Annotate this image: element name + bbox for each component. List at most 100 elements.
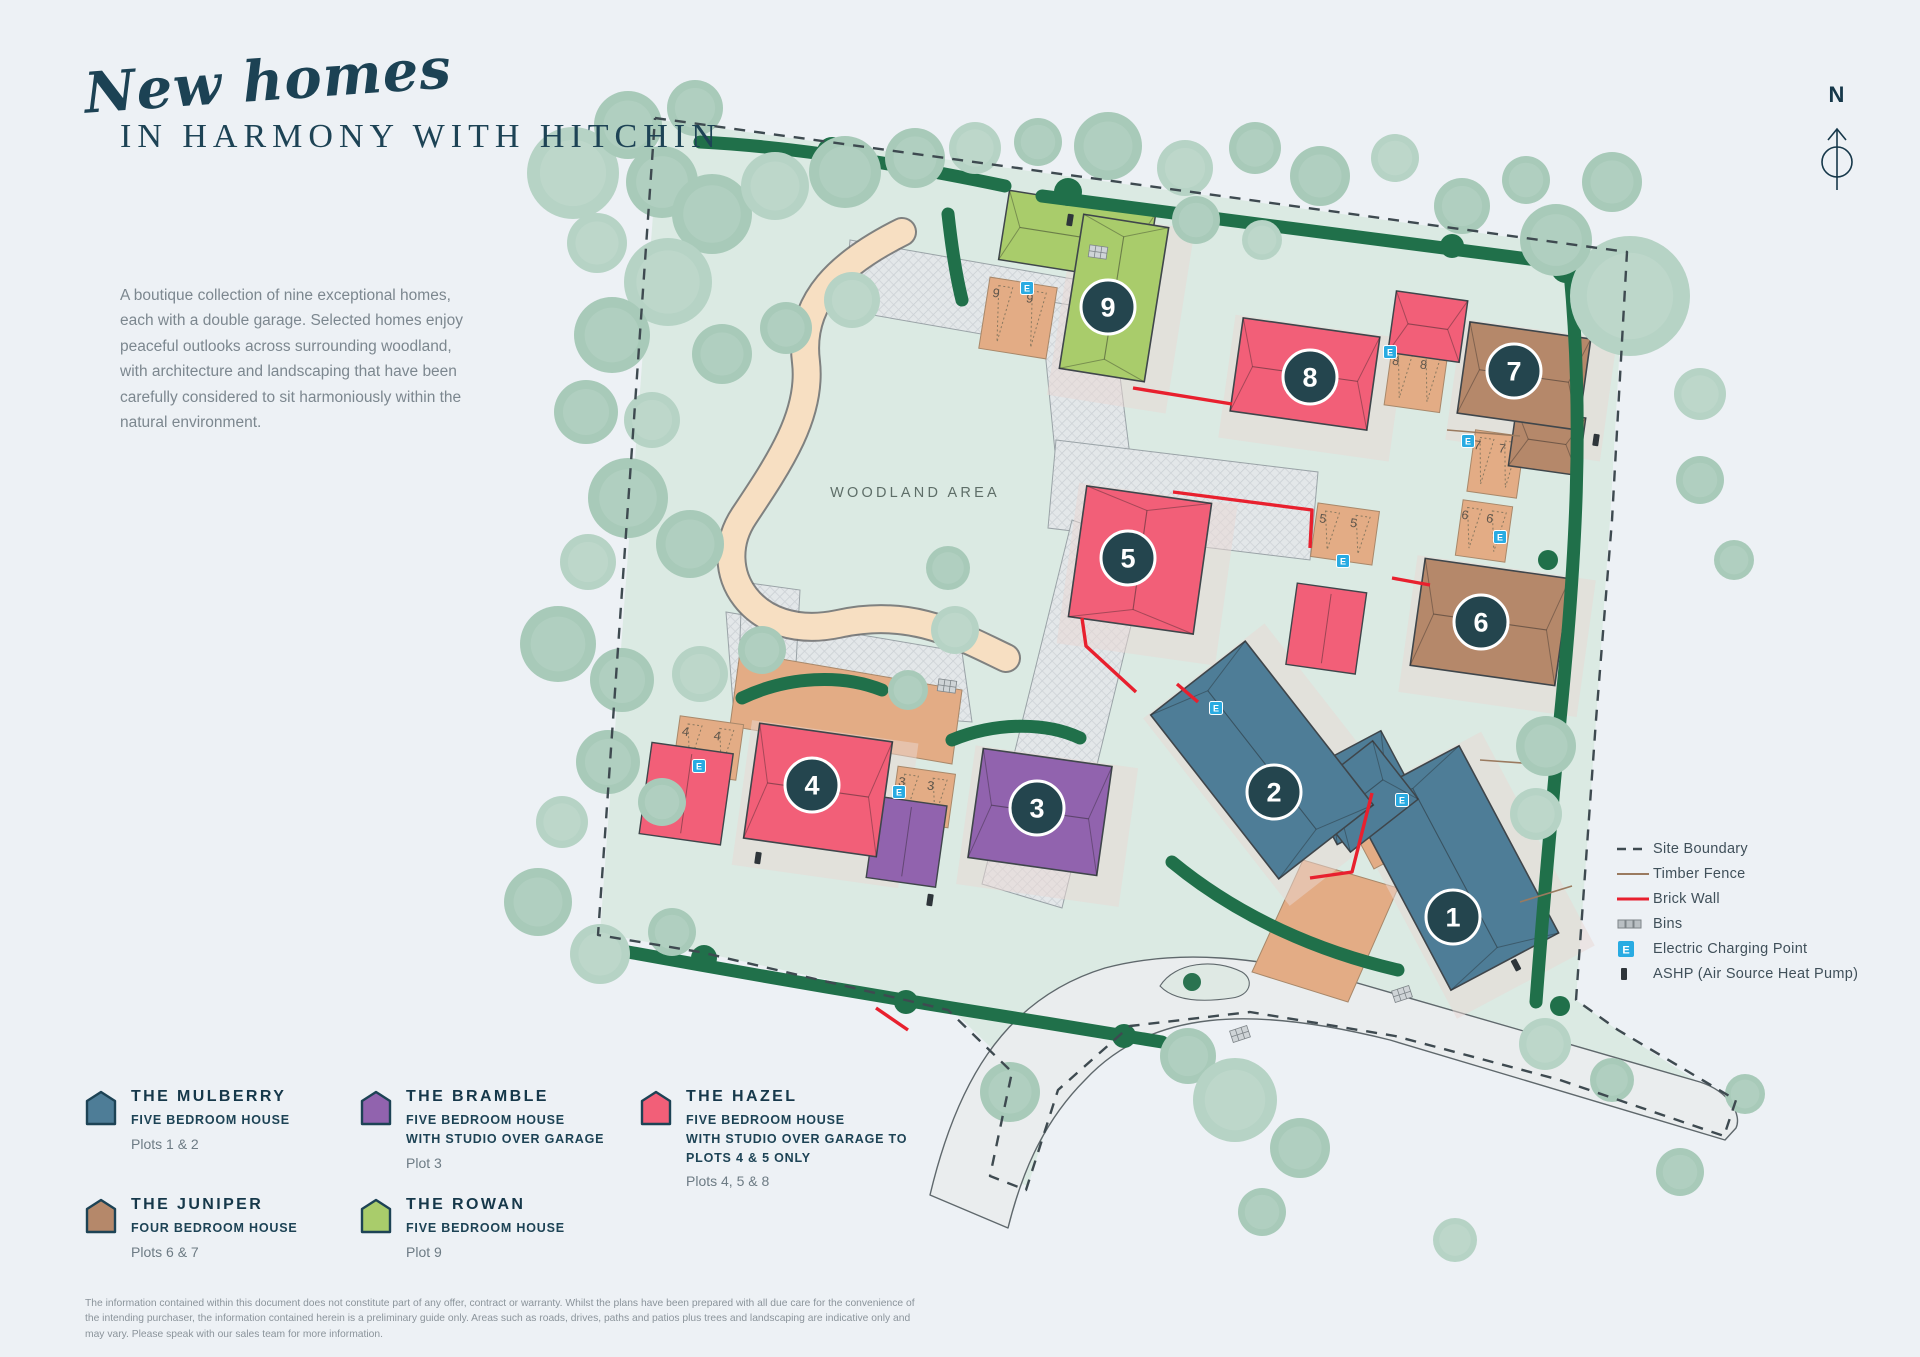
intro-paragraph: A boutique collection of nine exceptiona… bbox=[120, 287, 463, 432]
legend-item-brick-wall: Brick Wall bbox=[1617, 886, 1858, 911]
house-type-juniper: THE JUNIPER FOUR BEDROOM HOUSE Plots 6 & 7 bbox=[85, 1196, 298, 1260]
house-icon-juniper bbox=[85, 1198, 117, 1234]
legend-item-ashp: ASHP (Air Source Heat Pump) bbox=[1617, 961, 1858, 986]
svg-text:E: E bbox=[1024, 283, 1030, 293]
house-icon-mulberry bbox=[85, 1090, 117, 1126]
legend-label: Bins bbox=[1653, 915, 1683, 932]
ashp-icon bbox=[1066, 213, 1074, 227]
ashp-icon bbox=[926, 893, 934, 907]
page-title: IN HARMONY WITH HITCHIN bbox=[120, 118, 722, 155]
house-type-plots: Plot 9 bbox=[406, 1243, 442, 1260]
house-type-name: THE JUNIPER bbox=[131, 1196, 264, 1213]
svg-text:E: E bbox=[1497, 532, 1503, 542]
house-type-description: FOUR BEDROOM HOUSE bbox=[131, 1221, 298, 1235]
svg-text:6: 6 bbox=[1461, 508, 1470, 523]
plot-badge-6: 6 bbox=[1452, 593, 1510, 651]
svg-text:E: E bbox=[896, 787, 902, 797]
svg-text:3: 3 bbox=[1029, 794, 1044, 824]
svg-text:3: 3 bbox=[926, 779, 935, 794]
timber-fence-icon bbox=[1617, 869, 1653, 879]
evc-icon-plot-9: E bbox=[1020, 281, 1034, 295]
woodland-area-label: WOODLAND AREA bbox=[830, 485, 1000, 501]
plot-badge-8: 8 bbox=[1281, 348, 1339, 406]
bins-icon bbox=[1229, 1025, 1251, 1043]
evc-icon-plot-3: E bbox=[892, 785, 906, 799]
plot-badge-2: 2 bbox=[1245, 763, 1303, 821]
svg-text:E: E bbox=[1465, 436, 1471, 446]
house-icon-hazel bbox=[640, 1090, 672, 1126]
house-type-plots: Plots 1 & 2 bbox=[131, 1135, 199, 1152]
site-boundary-icon bbox=[1617, 844, 1653, 854]
plot-2-house bbox=[1149, 639, 1420, 881]
svg-text:7: 7 bbox=[1498, 441, 1507, 456]
svg-text:6: 6 bbox=[1485, 511, 1494, 526]
house-type-description: FIVE BEDROOM HOUSE bbox=[406, 1221, 565, 1235]
brick-wall-icon bbox=[1617, 894, 1653, 904]
north-label: N bbox=[1828, 82, 1846, 107]
svg-text:2: 2 bbox=[1266, 778, 1281, 808]
bins-icon bbox=[1617, 917, 1653, 931]
svg-text:9: 9 bbox=[1100, 293, 1115, 323]
house-type-name: THE BRAMBLE bbox=[406, 1088, 549, 1105]
plot-badge-7: 7 bbox=[1485, 342, 1543, 400]
house-type-plots: Plot 3 bbox=[406, 1154, 442, 1171]
house-icon-bramble bbox=[360, 1090, 392, 1126]
svg-text:5: 5 bbox=[1318, 511, 1327, 526]
plot-9-house bbox=[997, 189, 1170, 383]
plot-badge-3: 3 bbox=[1008, 779, 1066, 837]
svg-text:E: E bbox=[1399, 795, 1405, 805]
svg-text:9: 9 bbox=[1025, 291, 1034, 306]
north-arrow: N bbox=[1812, 82, 1862, 199]
house-type-plots: Plots 4, 5 & 8 bbox=[686, 1173, 770, 1190]
svg-text:8: 8 bbox=[1391, 354, 1400, 369]
evc-icon: E bbox=[1617, 940, 1653, 958]
house-type-name: THE MULBERRY bbox=[131, 1088, 287, 1105]
ashp-icon bbox=[1617, 966, 1653, 982]
legend-label: Timber Fence bbox=[1653, 865, 1746, 882]
svg-text:9: 9 bbox=[992, 286, 1001, 301]
legend-label: Electric Charging Point bbox=[1653, 940, 1808, 957]
svg-text:5: 5 bbox=[1349, 516, 1358, 531]
ashp-icon bbox=[1592, 433, 1600, 447]
ashp-icon bbox=[1510, 958, 1522, 972]
svg-text:E: E bbox=[1213, 703, 1219, 713]
house-type-name: THE HAZEL bbox=[686, 1088, 798, 1105]
house-type-mulberry: THE MULBERRY FIVE BEDROOM HOUSE Plots 1 & … bbox=[85, 1088, 290, 1152]
house-type-plots: Plots 6 & 7 bbox=[131, 1243, 199, 1260]
svg-text:E: E bbox=[696, 761, 702, 771]
svg-text:E: E bbox=[1387, 347, 1393, 357]
evc-icon-plot-8: E bbox=[1383, 345, 1397, 359]
house-type-name: THE ROWAN bbox=[406, 1196, 526, 1213]
svg-text:4: 4 bbox=[681, 724, 690, 739]
svg-text:8: 8 bbox=[1302, 363, 1317, 393]
svg-text:E: E bbox=[1340, 556, 1346, 566]
legend-label: Site Boundary bbox=[1653, 840, 1748, 857]
svg-text:4: 4 bbox=[804, 771, 819, 801]
svg-text:1: 1 bbox=[1445, 903, 1460, 933]
svg-text:7: 7 bbox=[1473, 438, 1482, 453]
legend-item-timber-fence: Timber Fence bbox=[1617, 861, 1858, 886]
ashp-icon bbox=[754, 851, 762, 865]
evc-icon-plot-5: E bbox=[1336, 554, 1350, 568]
house-type-description: FIVE BEDROOM HOUSE bbox=[131, 1113, 290, 1127]
disclaimer-text: The information contained within this do… bbox=[85, 1298, 915, 1340]
compass-icon bbox=[1821, 127, 1853, 190]
house-icon-rowan bbox=[360, 1198, 392, 1234]
legend-item-site-boundary: Site Boundary bbox=[1617, 836, 1858, 861]
svg-text:5: 5 bbox=[1120, 544, 1135, 574]
site-boundary-line bbox=[596, 116, 1738, 1192]
svg-text:7: 7 bbox=[1506, 357, 1521, 387]
bins-icon bbox=[936, 678, 958, 694]
legend-label: ASHP (Air Source Heat Pump) bbox=[1653, 965, 1859, 982]
svg-text:8: 8 bbox=[1419, 357, 1428, 372]
